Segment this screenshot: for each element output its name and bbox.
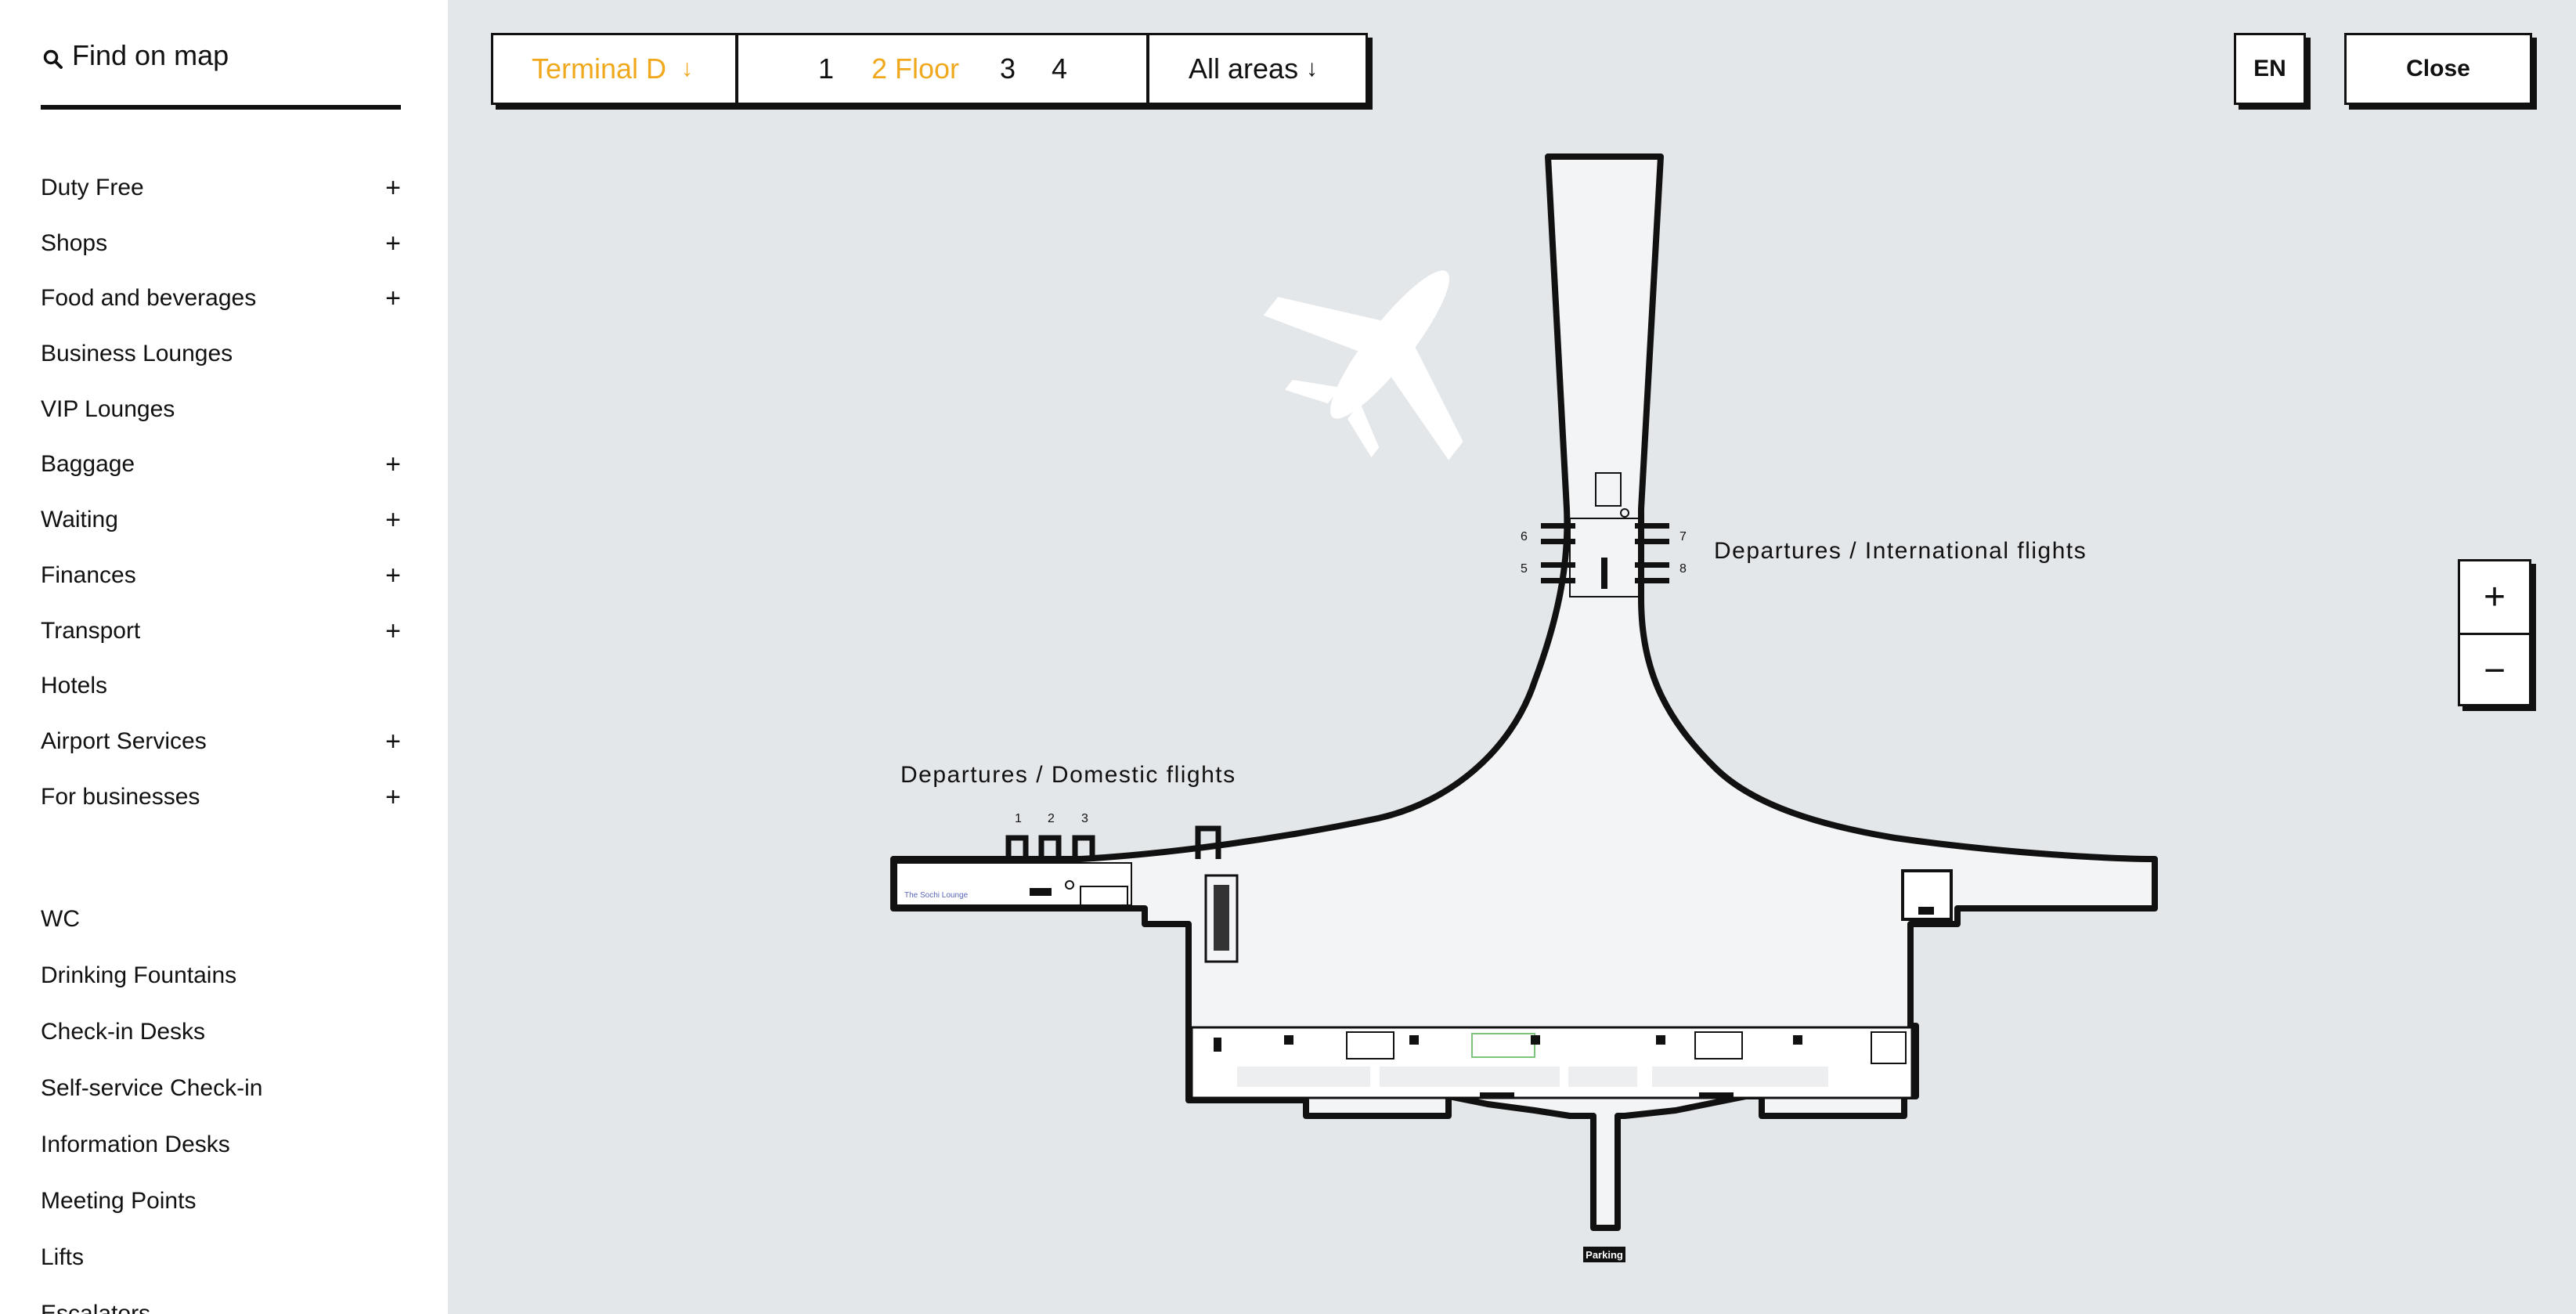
language-button[interactable]: EN [2234,33,2306,105]
category-baggage[interactable]: Baggage + [41,437,401,493]
category-vip-lounges[interactable]: VIP Lounges [41,382,401,438]
category-food-and-beverages[interactable]: Food and beverages + [41,271,401,327]
zoom-in-button[interactable]: + [2460,561,2529,635]
category-label: Duty Free [41,175,144,200]
floor-option-4[interactable]: 4 [1052,52,1068,85]
facility-self-service-check-in[interactable]: Self-service Check-in [41,1075,263,1101]
category-label: Finances [41,561,136,588]
facility-check-in-desks[interactable]: Check-in Desks [41,1019,206,1045]
category-label: Airport Services [41,727,207,754]
arrow-down-icon: ↓ [1306,56,1318,81]
plus-icon[interactable]: + [385,782,401,812]
category-label: Baggage [41,451,135,478]
floor-option-1[interactable]: 1 [818,52,835,85]
plus-icon[interactable]: + [385,560,401,590]
arrow-down-icon: ↓ [681,56,693,81]
plus-icon[interactable]: + [385,449,401,480]
category-transport[interactable]: Transport + [41,604,401,659]
gate-number: 5 [1521,562,1528,576]
category-menu: Duty Free + Shops + Food and beverages + Bu… [41,161,401,825]
category-hotels[interactable]: Hotels [41,659,401,714]
floor-option-2[interactable]: 2 Floor [871,52,960,85]
areas-label: All areas [1189,52,1299,85]
area-selector[interactable]: All areas ↓ [1147,33,1368,105]
plus-icon[interactable]: + [385,283,401,314]
plus-icon[interactable]: + [385,615,401,646]
lounge-area [896,862,1132,906]
gate-number: 7 [1679,530,1687,543]
airplane-icon [1263,270,1463,460]
plus-icon[interactable]: + [385,173,401,203]
category-for-businesses[interactable]: For businesses + [41,770,401,825]
search-icon [43,49,63,69]
category-airport-services[interactable]: Airport Services + [41,714,401,770]
gate-number: 3 [1081,812,1088,825]
label-domestic-departures: Departures / Domestic flights [900,762,1236,788]
category-label: Transport [41,617,141,644]
pier-services [1569,518,1640,597]
facility-lifts[interactable]: Lifts [41,1244,85,1270]
category-label: VIP Lounges [41,395,175,422]
zoom-controls: + − [2458,559,2531,706]
sidebar: Find on map Duty Free + Shops + Food and b… [0,0,448,1314]
terminal-label: Terminal D [532,52,667,85]
lounge-label: The Sochi Lounge [904,891,969,900]
gates-international [1541,523,1669,583]
terminal-floor-outline [890,153,2158,1231]
plus-icon[interactable]: + [385,228,401,258]
close-label: Close [2406,56,2470,81]
category-label: Business Lounges [41,341,233,367]
category-finances[interactable]: Finances + [41,548,401,604]
parking-label: Parking [1586,1249,1623,1261]
close-button[interactable]: Close [2344,33,2532,105]
language-label: EN [2253,56,2286,81]
floor-option-3[interactable]: 3 [1000,52,1016,85]
facility-menu: WC Drinking Fountains Check-in Desks Sel… [41,891,401,1314]
gate-number: 1 [1015,812,1022,825]
facility-wc[interactable]: WC [41,906,80,932]
category-label: Food and beverages [41,285,257,312]
plus-icon[interactable]: + [385,726,401,756]
zoom-out-button[interactable]: − [2483,650,2506,691]
facility-drinking-fountains[interactable]: Drinking Fountains [41,962,237,988]
gate-number: 8 [1679,562,1687,576]
gates-domestic [1005,825,1221,861]
plus-icon[interactable]: + [385,505,401,536]
gate-number: 6 [1521,530,1528,543]
parking-badge[interactable] [1583,1247,1625,1262]
facility-information-desks[interactable]: Information Desks [41,1132,230,1157]
search-field[interactable]: Find on map [41,31,401,110]
category-label: Waiting [41,507,118,533]
gate-number: 2 [1048,812,1055,825]
search-label: Find on map [72,39,229,71]
floor-selector: 1 2 Floor 3 4 [736,33,1149,105]
facility-escalators[interactable]: Escalators [41,1301,151,1314]
category-waiting[interactable]: Waiting + [41,493,401,548]
label-international-departures: Departures / International flights [1714,538,2087,564]
category-duty-free[interactable]: Duty Free + [41,161,401,216]
category-shops[interactable]: Shops + [41,216,401,272]
category-label: For businesses [41,783,200,810]
category-label: Shops [41,229,108,256]
facility-meeting-points[interactable]: Meeting Points [41,1188,197,1214]
category-label: Hotels [41,673,108,699]
terminal-selector[interactable]: Terminal D ↓ [491,33,738,105]
check-in-hall [1190,1026,1914,1099]
category-business-lounges[interactable]: Business Lounges [41,327,401,382]
